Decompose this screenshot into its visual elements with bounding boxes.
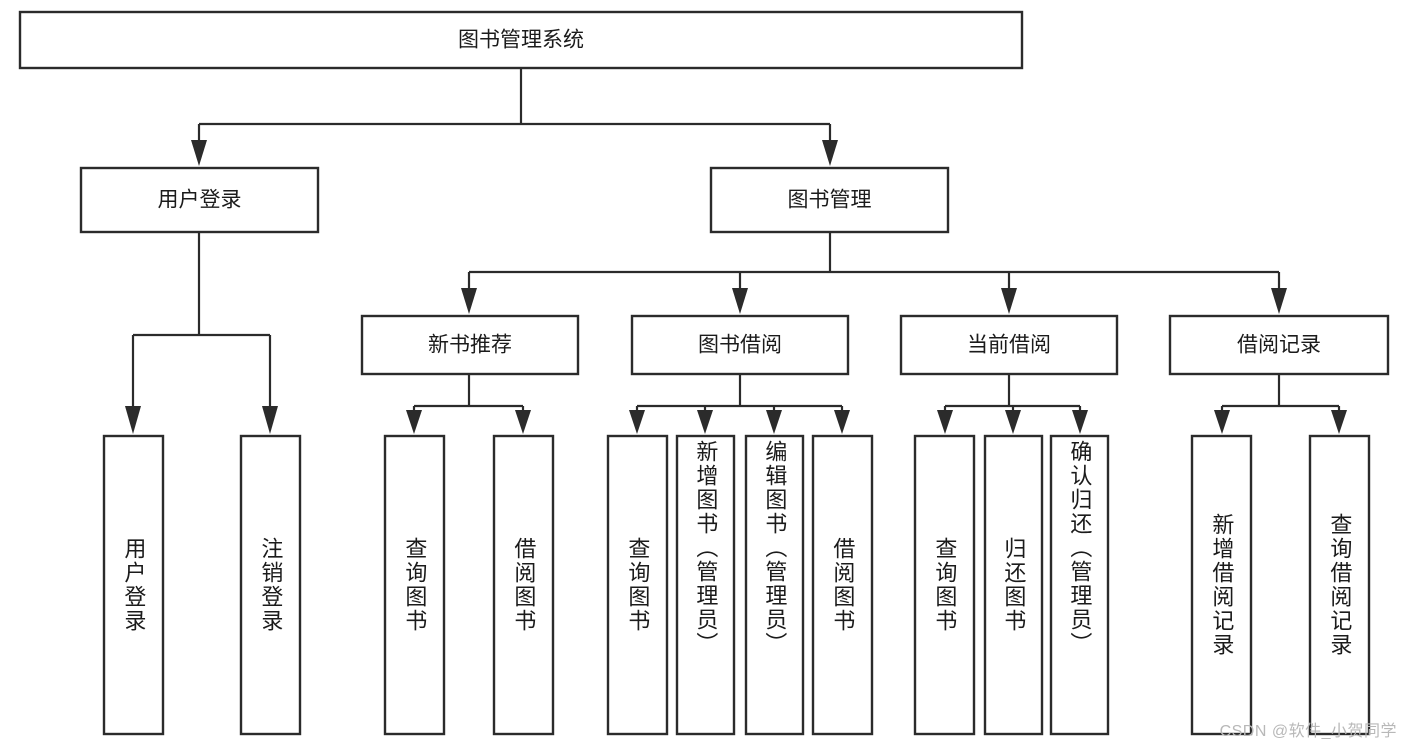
node-box-new-book-recommend[interactable] — [360, 314, 580, 376]
node-label-root: 图书管理系统 — [458, 29, 584, 52]
node-label-current-borrow: 当前借阅 — [967, 334, 1051, 357]
node-box-borrow-record[interactable] — [1168, 314, 1390, 376]
arrow-root-to-user-login — [191, 140, 207, 166]
node-box-leaf-query-book-2[interactable] — [606, 434, 669, 736]
arrow-to-leaf-confirm-return — [1072, 410, 1088, 434]
node-box-leaf-query-record[interactable] — [1308, 434, 1371, 736]
arrow-to-leaf-borrow-book-2 — [834, 410, 850, 434]
arrow-to-leaf-query-record — [1331, 410, 1347, 434]
arrow-to-new-book-recommend — [461, 288, 477, 314]
arrow-to-leaf-add-record — [1214, 410, 1230, 434]
node-box-leaf-user-login[interactable] — [102, 434, 165, 736]
node-label-book-borrow: 图书借阅 — [698, 334, 782, 357]
node-box-leaf-add-book[interactable] — [675, 434, 736, 736]
arrow-to-leaf-query-book-1 — [406, 410, 422, 434]
edge-layer — [125, 68, 1347, 434]
arrow-to-leaf-query-book-3 — [937, 410, 953, 434]
node-box-leaf-query-book-3[interactable] — [913, 434, 976, 736]
node-label-new-book-recommend: 新书推荐 — [428, 334, 512, 357]
node-label-book-management: 图书管理 — [788, 189, 872, 212]
node-box-leaf-return-book[interactable] — [983, 434, 1044, 736]
arrow-to-leaf-add-book — [697, 410, 713, 434]
node-box-leaf-edit-book[interactable] — [744, 434, 805, 736]
arrow-to-borrow-record — [1271, 288, 1287, 314]
arrow-to-leaf-edit-book — [766, 410, 782, 434]
node-box-leaf-logout-login[interactable] — [239, 434, 302, 736]
node-box-book-borrow[interactable] — [630, 314, 850, 376]
arrow-to-leaf-return-book — [1005, 410, 1021, 434]
node-label-borrow-record: 借阅记录 — [1237, 334, 1321, 357]
node-box-leaf-query-book-1[interactable] — [383, 434, 446, 736]
arrow-to-current-borrow — [1001, 288, 1017, 314]
node-box-leaf-borrow-book-2[interactable] — [811, 434, 874, 736]
node-box-leaf-add-record[interactable] — [1190, 434, 1253, 736]
node-box-root[interactable] — [18, 10, 1024, 70]
arrow-to-leaf-borrow-book-1 — [515, 410, 531, 434]
node-layer: 图书管理系统 用户登录 图书管理 新书推荐 图书借阅 当前借阅 借阅记录 — [18, 10, 1390, 736]
arrow-to-leaf-user-login — [125, 406, 141, 434]
node-box-current-borrow[interactable] — [899, 314, 1119, 376]
node-box-leaf-confirm-return[interactable] — [1049, 434, 1110, 736]
arrow-root-to-book-management — [822, 140, 838, 166]
arrow-to-book-borrow — [732, 288, 748, 314]
node-box-leaf-borrow-book-1[interactable] — [492, 434, 555, 736]
arrow-to-leaf-query-book-2 — [629, 410, 645, 434]
node-label-user-login: 用户登录 — [158, 189, 242, 212]
arrow-to-leaf-logout-login — [262, 406, 278, 434]
node-box-user-login[interactable] — [79, 166, 320, 234]
node-box-book-management[interactable] — [709, 166, 950, 234]
